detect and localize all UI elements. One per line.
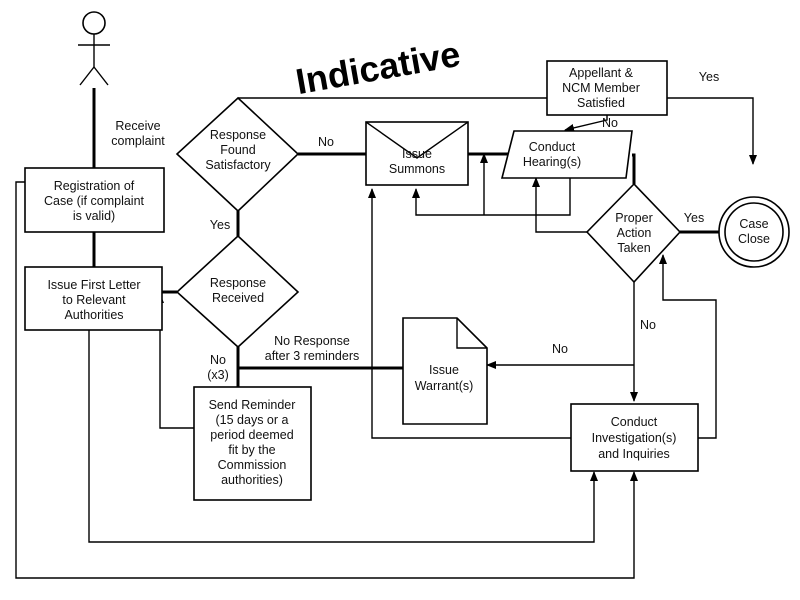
edge-label-no-appellant: No	[602, 116, 618, 130]
issue-warrant-document	[402, 317, 488, 425]
investigation-box	[570, 403, 699, 472]
edge-label-no-proper: No	[640, 318, 656, 332]
response-received-diamond	[175, 234, 300, 349]
registration-box	[24, 167, 165, 233]
first-letter-box	[24, 266, 163, 331]
edge-label-yes-appellant: Yes	[699, 70, 719, 84]
edge-label-yes-proper: Yes	[684, 211, 704, 225]
case-close-circle	[718, 196, 790, 268]
actor-icon	[78, 11, 110, 86]
edge-label-no-x3: No(x3)	[207, 353, 229, 382]
issue-summons-envelope	[365, 121, 469, 186]
appellant-satisfied-box	[546, 60, 668, 116]
diagram-title: Indicative	[293, 33, 464, 102]
edge-label-no-warrant: No	[552, 342, 568, 356]
conduct-hearing-parallelogram	[500, 130, 633, 179]
proper-action-diamond	[585, 182, 682, 284]
edge-label-no-satisfactory: No	[318, 135, 334, 149]
response-satisfactory-diamond	[175, 96, 300, 213]
edge-label-yes-satisfactory: Yes	[210, 218, 230, 232]
send-reminder-box	[193, 386, 312, 501]
connectors	[15, 88, 757, 579]
